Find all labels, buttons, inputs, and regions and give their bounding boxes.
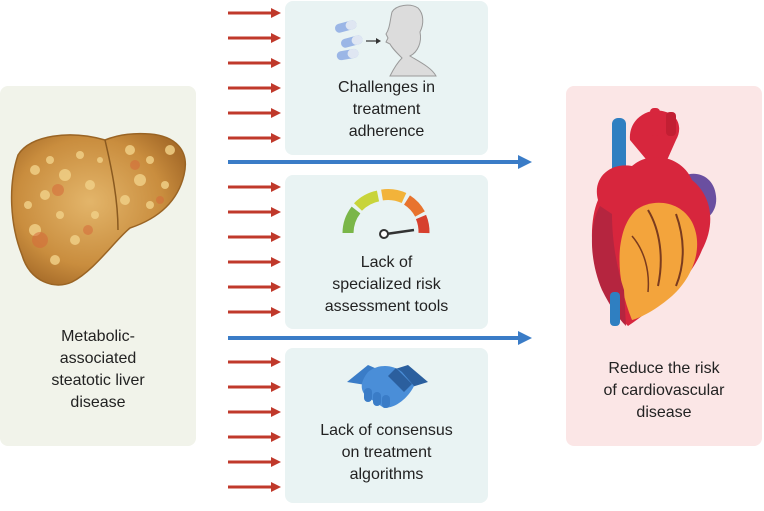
red-arrows-group-1 — [228, 8, 281, 143]
barrier-box-2 — [285, 175, 488, 329]
pills-person-icon — [335, 4, 437, 77]
left-panel-label: Metabolic- associated steatotic liver di… — [51, 328, 145, 411]
barrier-label-2: Lack of specialized risk assessment tool… — [324, 254, 449, 315]
barrier-label-1: Challenges in treatment adherence — [338, 79, 435, 140]
red-arrows-group-3 — [228, 357, 281, 492]
barrier-box-1 — [285, 1, 488, 155]
right-panel-label: Reduce the risk of cardiovascular diseas… — [603, 360, 725, 421]
fatty-liver-icon — [10, 132, 186, 286]
heart-icon — [591, 108, 717, 326]
gauge-icon — [342, 189, 430, 239]
red-arrows-group-2 — [228, 182, 281, 317]
barrier-label-3: Lack of consensus on treatment algorithm… — [320, 422, 453, 483]
handshake-icon — [347, 365, 428, 408]
